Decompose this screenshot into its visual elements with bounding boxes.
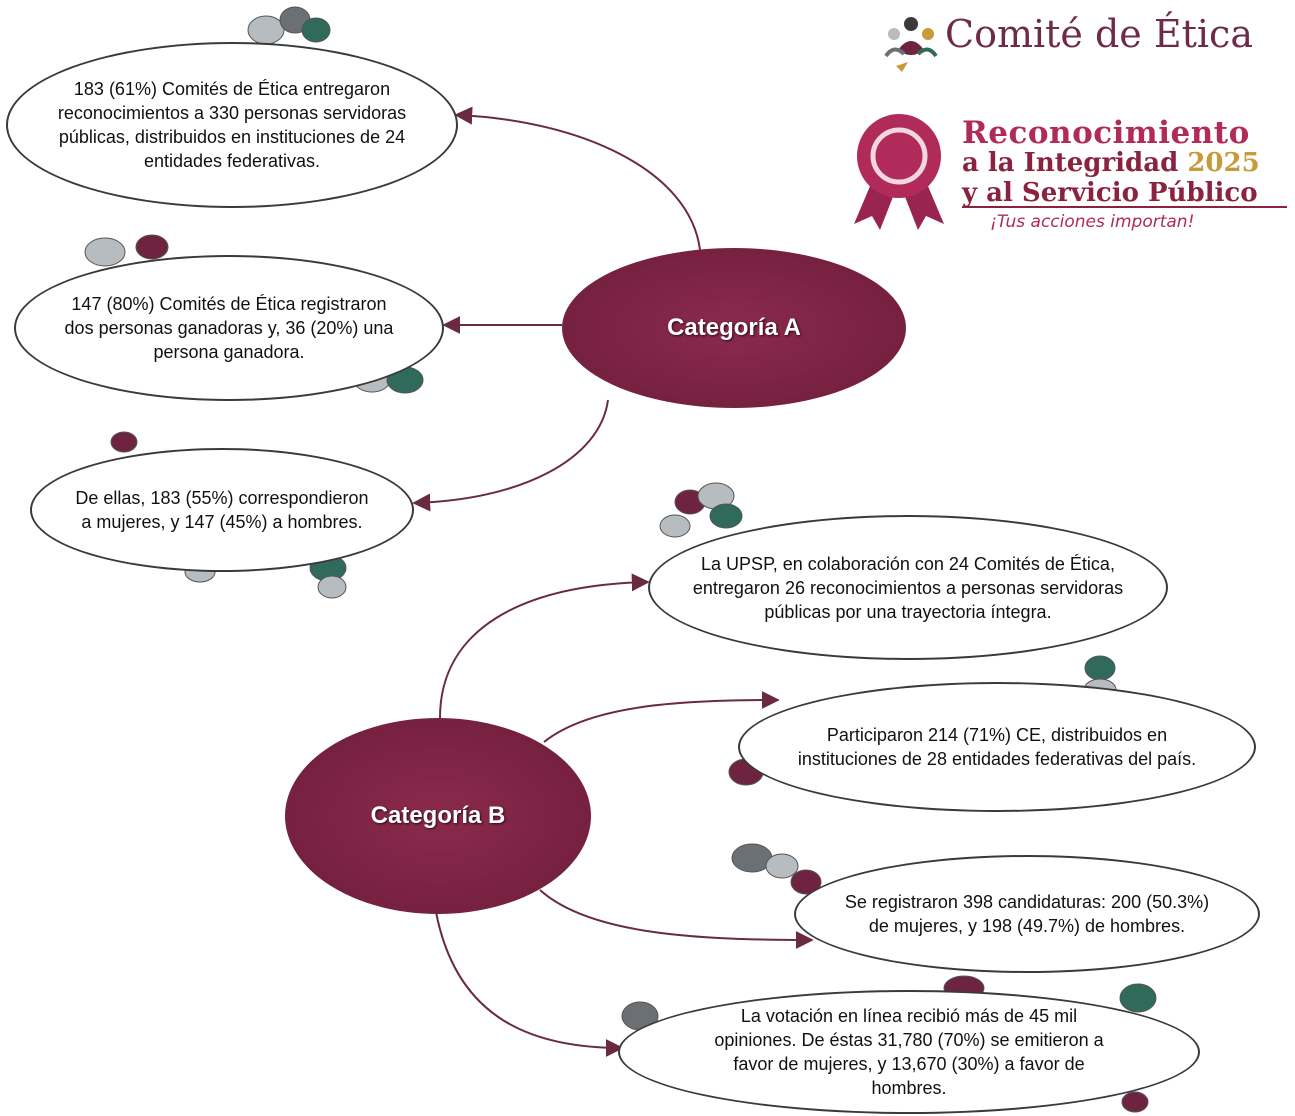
award-year: 2025 <box>1187 148 1260 178</box>
category-a-item-1: 183 (61%) Comités de Ética entregaron re… <box>6 42 458 208</box>
category-b-item-4: La votación en línea recibió más de 45 m… <box>618 990 1200 1114</box>
award-line-2: a la Integridad 2025 <box>962 148 1292 178</box>
category-b-label: Categoría B <box>370 802 506 829</box>
category-a-item-3: De ellas, 183 (55%) correspondieron a mu… <box>30 448 414 572</box>
category-a-item-2: 147 (80%) Comités de Ética registraron d… <box>14 255 444 401</box>
connector-b-1 <box>439 573 650 719</box>
category-b-item-3: Se registraron 398 candidaturas: 200 (50… <box>794 855 1260 973</box>
category-b-item-2: Participaron 214 (71%) CE, distribuidos … <box>738 682 1256 812</box>
category-a-node: Categoría A <box>562 248 906 408</box>
category-b-item-1: La UPSP, en colaboración con 24 Comités … <box>648 515 1168 660</box>
award-tagline: ¡Tus acciones importan! <box>990 212 1195 232</box>
committee-people-icon <box>884 17 938 72</box>
award-line-1: Reconocimiento <box>962 115 1250 151</box>
header-title: Comité de Ética <box>945 12 1253 56</box>
ribbon-rosette-icon <box>854 114 944 230</box>
category-b-node: Categoría B <box>285 718 591 914</box>
award-divider <box>962 206 1287 208</box>
connector-b-2 <box>543 691 780 743</box>
award-title: Reconocimiento a la Integridad 2025 y al… <box>962 115 1292 209</box>
category-a-label: Categoría A <box>667 314 801 341</box>
award-line-3: y al Servicio Público <box>962 178 1258 208</box>
connectors <box>412 106 814 1057</box>
award-line-2-text: a la Integridad <box>962 148 1188 178</box>
connector-b-4 <box>435 911 624 1057</box>
connector-a-3 <box>412 399 609 512</box>
connector-a-1 <box>454 106 701 251</box>
connector-b-3 <box>539 889 814 949</box>
